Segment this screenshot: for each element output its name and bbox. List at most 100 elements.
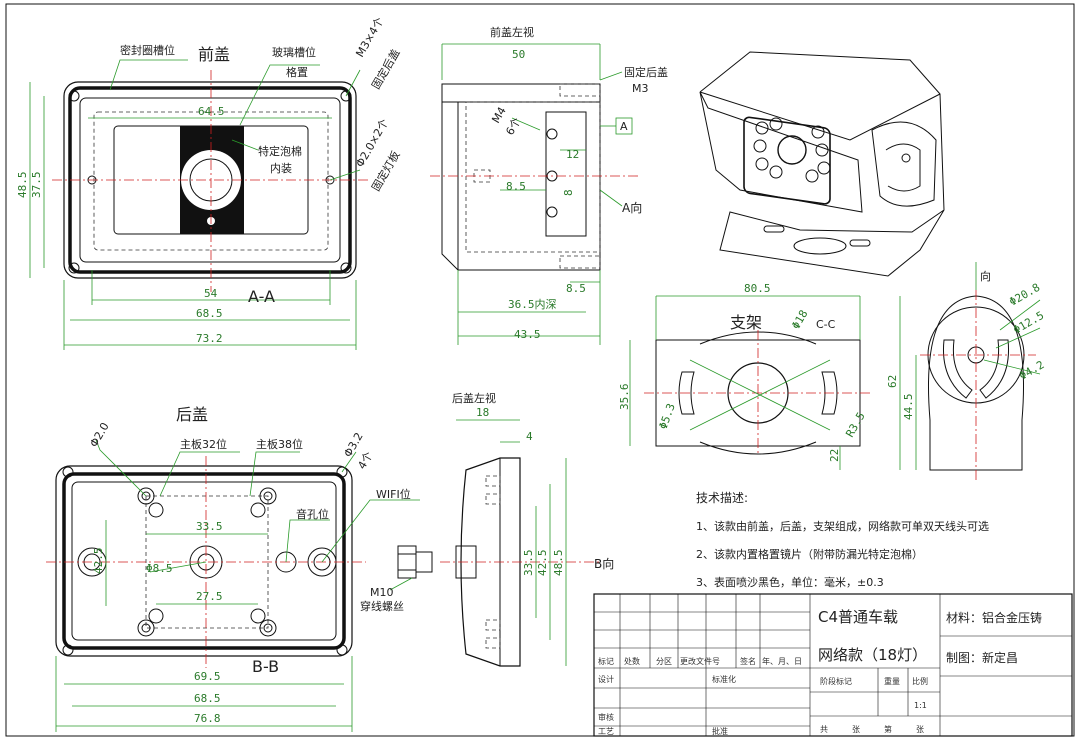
bracket-dim-10: Φ4.2 bbox=[1017, 358, 1046, 383]
back-dim-3: 69.5 bbox=[194, 670, 221, 683]
tb-row-0: 设计 bbox=[598, 674, 614, 684]
back-label-3: 4个 bbox=[355, 449, 375, 471]
tb-footer-3: 张 bbox=[916, 725, 924, 734]
back-left-dim-2: 33.5 bbox=[522, 550, 535, 577]
tb-name-1: C4普通车载 bbox=[818, 608, 898, 626]
title-block: 标记 处数 分区 更改文件号 签名 年、月、日 设计 标准化 阶段标记 重量 比… bbox=[593, 593, 1073, 737]
front-left-dim-2: 12 bbox=[566, 148, 579, 161]
back-label-4: Φ2.0 bbox=[87, 420, 111, 449]
tech-line-1: 1、该款由前盖，后盖，支架组成，网络款可单双天线头可选 bbox=[696, 519, 989, 533]
bracket-side-view: 向 62 44.5 Φ20.8 Φ12.5 Φ4.2 bbox=[886, 262, 1046, 480]
back-left-dim-0: 18 bbox=[476, 406, 489, 419]
front-left-label-3: 6个 bbox=[503, 115, 523, 137]
front-left-label-1: M3 bbox=[632, 82, 649, 95]
tb-drafter: 制图：新定昌 bbox=[946, 650, 1018, 665]
bracket-section: C-C bbox=[816, 318, 836, 331]
front-left-label-0: 固定后盖 bbox=[624, 65, 668, 79]
bracket-dim-4: R3.5 bbox=[843, 410, 868, 439]
back-left-dim-4: 48.5 bbox=[552, 550, 565, 577]
front-left-dim-3: 8 bbox=[562, 189, 575, 196]
tb-header-3: 更改文件号 bbox=[680, 656, 720, 666]
front-left-dim-5: 36.5内深 bbox=[508, 297, 557, 311]
tb-row-3: 重量 bbox=[884, 676, 900, 686]
bracket-title: 支架 bbox=[730, 313, 762, 332]
bracket-dim-3: Φ5.3 bbox=[657, 402, 678, 431]
front-left-label-4: A向 bbox=[622, 200, 642, 215]
front-label-1: 玻璃槽位 bbox=[272, 45, 316, 59]
tb-name-2: 网络款（18灯） bbox=[818, 646, 927, 664]
back-cover-view: 后盖 主板32位 主板38位 Φ3.2 4个 Φ2.0 WIFI位 音孔位 33… bbox=[46, 405, 420, 732]
back-label-0: 主板32位 bbox=[180, 437, 227, 451]
back-label-1: 主板38位 bbox=[256, 437, 303, 451]
bracket-dim-8: Φ20.8 bbox=[1007, 281, 1042, 309]
back-dim-7: Φ8.5 bbox=[146, 562, 173, 575]
tb-footer-2: 第 bbox=[884, 724, 892, 734]
back-left-direction: B向 bbox=[594, 556, 614, 571]
back-dim-1: 27.5 bbox=[196, 590, 223, 603]
front-label-8: 固定灯板 bbox=[368, 148, 402, 193]
front-label-4: 内装 bbox=[270, 161, 292, 175]
front-dim-3: 54 bbox=[204, 287, 218, 300]
tb-header-0: 标记 bbox=[598, 656, 614, 666]
front-left-dim-0: 50 bbox=[512, 48, 525, 61]
back-section-bb: B-B bbox=[252, 657, 279, 676]
technical-notes: 技术描述: 1、该款由前盖，后盖，支架组成，网络款可单双天线头可选 2、该款内置… bbox=[696, 491, 989, 589]
gland-label-1: 穿线螺丝 bbox=[360, 599, 404, 613]
front-left-dim-6: 43.5 bbox=[514, 328, 541, 341]
bracket-dim-9: Φ12.5 bbox=[1011, 309, 1046, 337]
tb-row-1: 标准化 bbox=[712, 674, 736, 684]
tech-line-2: 2、该款内置格置镜片（附带防漏光特定泡棉） bbox=[696, 547, 923, 561]
front-label-5: M3×4个 bbox=[353, 15, 386, 59]
back-dim-2: 42.5 bbox=[92, 548, 105, 575]
tb-header-2: 分区 bbox=[656, 657, 672, 666]
front-left-label-2: M4 bbox=[489, 105, 509, 126]
front-left-label-5: A bbox=[620, 120, 628, 133]
back-left-view: 后盖左视 18 4 33.5 42.5 48.5 B向 bbox=[440, 391, 614, 667]
tb-row-2: 阶段标记 bbox=[820, 676, 852, 686]
back-dim-0: 33.5 bbox=[196, 520, 223, 533]
front-left-dim-1: 8.5 bbox=[506, 180, 526, 193]
front-dim-5: 68.5 bbox=[196, 307, 223, 320]
tech-heading: 技术描述: bbox=[696, 491, 748, 505]
front-label-3: 特定泡棉 bbox=[258, 144, 302, 158]
front-dim-2: 37.5 bbox=[30, 172, 43, 199]
bracket-dim-7: 44.5 bbox=[902, 394, 915, 421]
tb-footer-1: 张 bbox=[852, 725, 860, 734]
camera-isometric-view bbox=[699, 51, 945, 277]
back-label-5: WIFI位 bbox=[376, 487, 411, 501]
front-dim-1: 48.5 bbox=[16, 172, 29, 199]
tb-row-6: 工艺 bbox=[598, 727, 614, 736]
front-dim-6: 73.2 bbox=[196, 332, 223, 345]
front-cover-view: 前盖 密封圈槽位 玻璃槽位 格置 特定泡棉 内装 M3×4个 固定后盖 Φ2.0… bbox=[16, 15, 403, 350]
tb-footer-0: 共 bbox=[820, 725, 828, 734]
front-section-aa: A-A bbox=[248, 287, 275, 306]
front-label-6: 固定后盖 bbox=[368, 46, 402, 91]
front-left-view: 前盖左视 50 8.5 12 8 8.5 36.5内深 43.5 固定后盖 M3… bbox=[430, 25, 668, 345]
gland-label-0: M10 bbox=[370, 586, 394, 599]
bracket-dim-2: Φ18 bbox=[789, 308, 810, 332]
bracket-dim-5: 22 bbox=[828, 449, 841, 462]
tb-row-7: 批准 bbox=[712, 726, 728, 736]
tb-row-4: 比例 bbox=[912, 676, 928, 686]
back-left-dim-3: 42.5 bbox=[536, 550, 549, 577]
front-cover-title: 前盖 bbox=[198, 45, 230, 64]
bracket-dir: 向 bbox=[980, 269, 991, 283]
bracket-dim-1: 35.6 bbox=[618, 384, 631, 411]
cable-gland-view: M10 穿线螺丝 bbox=[360, 545, 433, 613]
tb-header-5: 年、月、日 bbox=[762, 656, 802, 666]
front-dim-0: 64.5 bbox=[198, 105, 225, 118]
back-cover-title: 后盖 bbox=[176, 405, 208, 424]
tech-line-3: 3、表面喷沙黑色，单位：毫米，±0.3 bbox=[696, 575, 884, 589]
front-label-0: 密封圈槽位 bbox=[120, 43, 175, 57]
front-left-title: 前盖左视 bbox=[490, 25, 534, 39]
back-left-dim-1: 4 bbox=[526, 430, 533, 443]
back-label-6: 音孔位 bbox=[296, 507, 329, 521]
bracket-view: 80.5 支架 C-C 35.6 Φ18 Φ5.3 R3.5 22 bbox=[618, 282, 872, 470]
bracket-dim-0: 80.5 bbox=[744, 282, 771, 295]
bracket-dim-6: 62 bbox=[886, 375, 899, 388]
back-dim-6: 76.8 bbox=[194, 712, 221, 725]
back-dim-5: 68.5 bbox=[194, 692, 221, 705]
tb-header-4: 签名 bbox=[740, 656, 756, 666]
front-label-2: 格置 bbox=[286, 65, 308, 79]
